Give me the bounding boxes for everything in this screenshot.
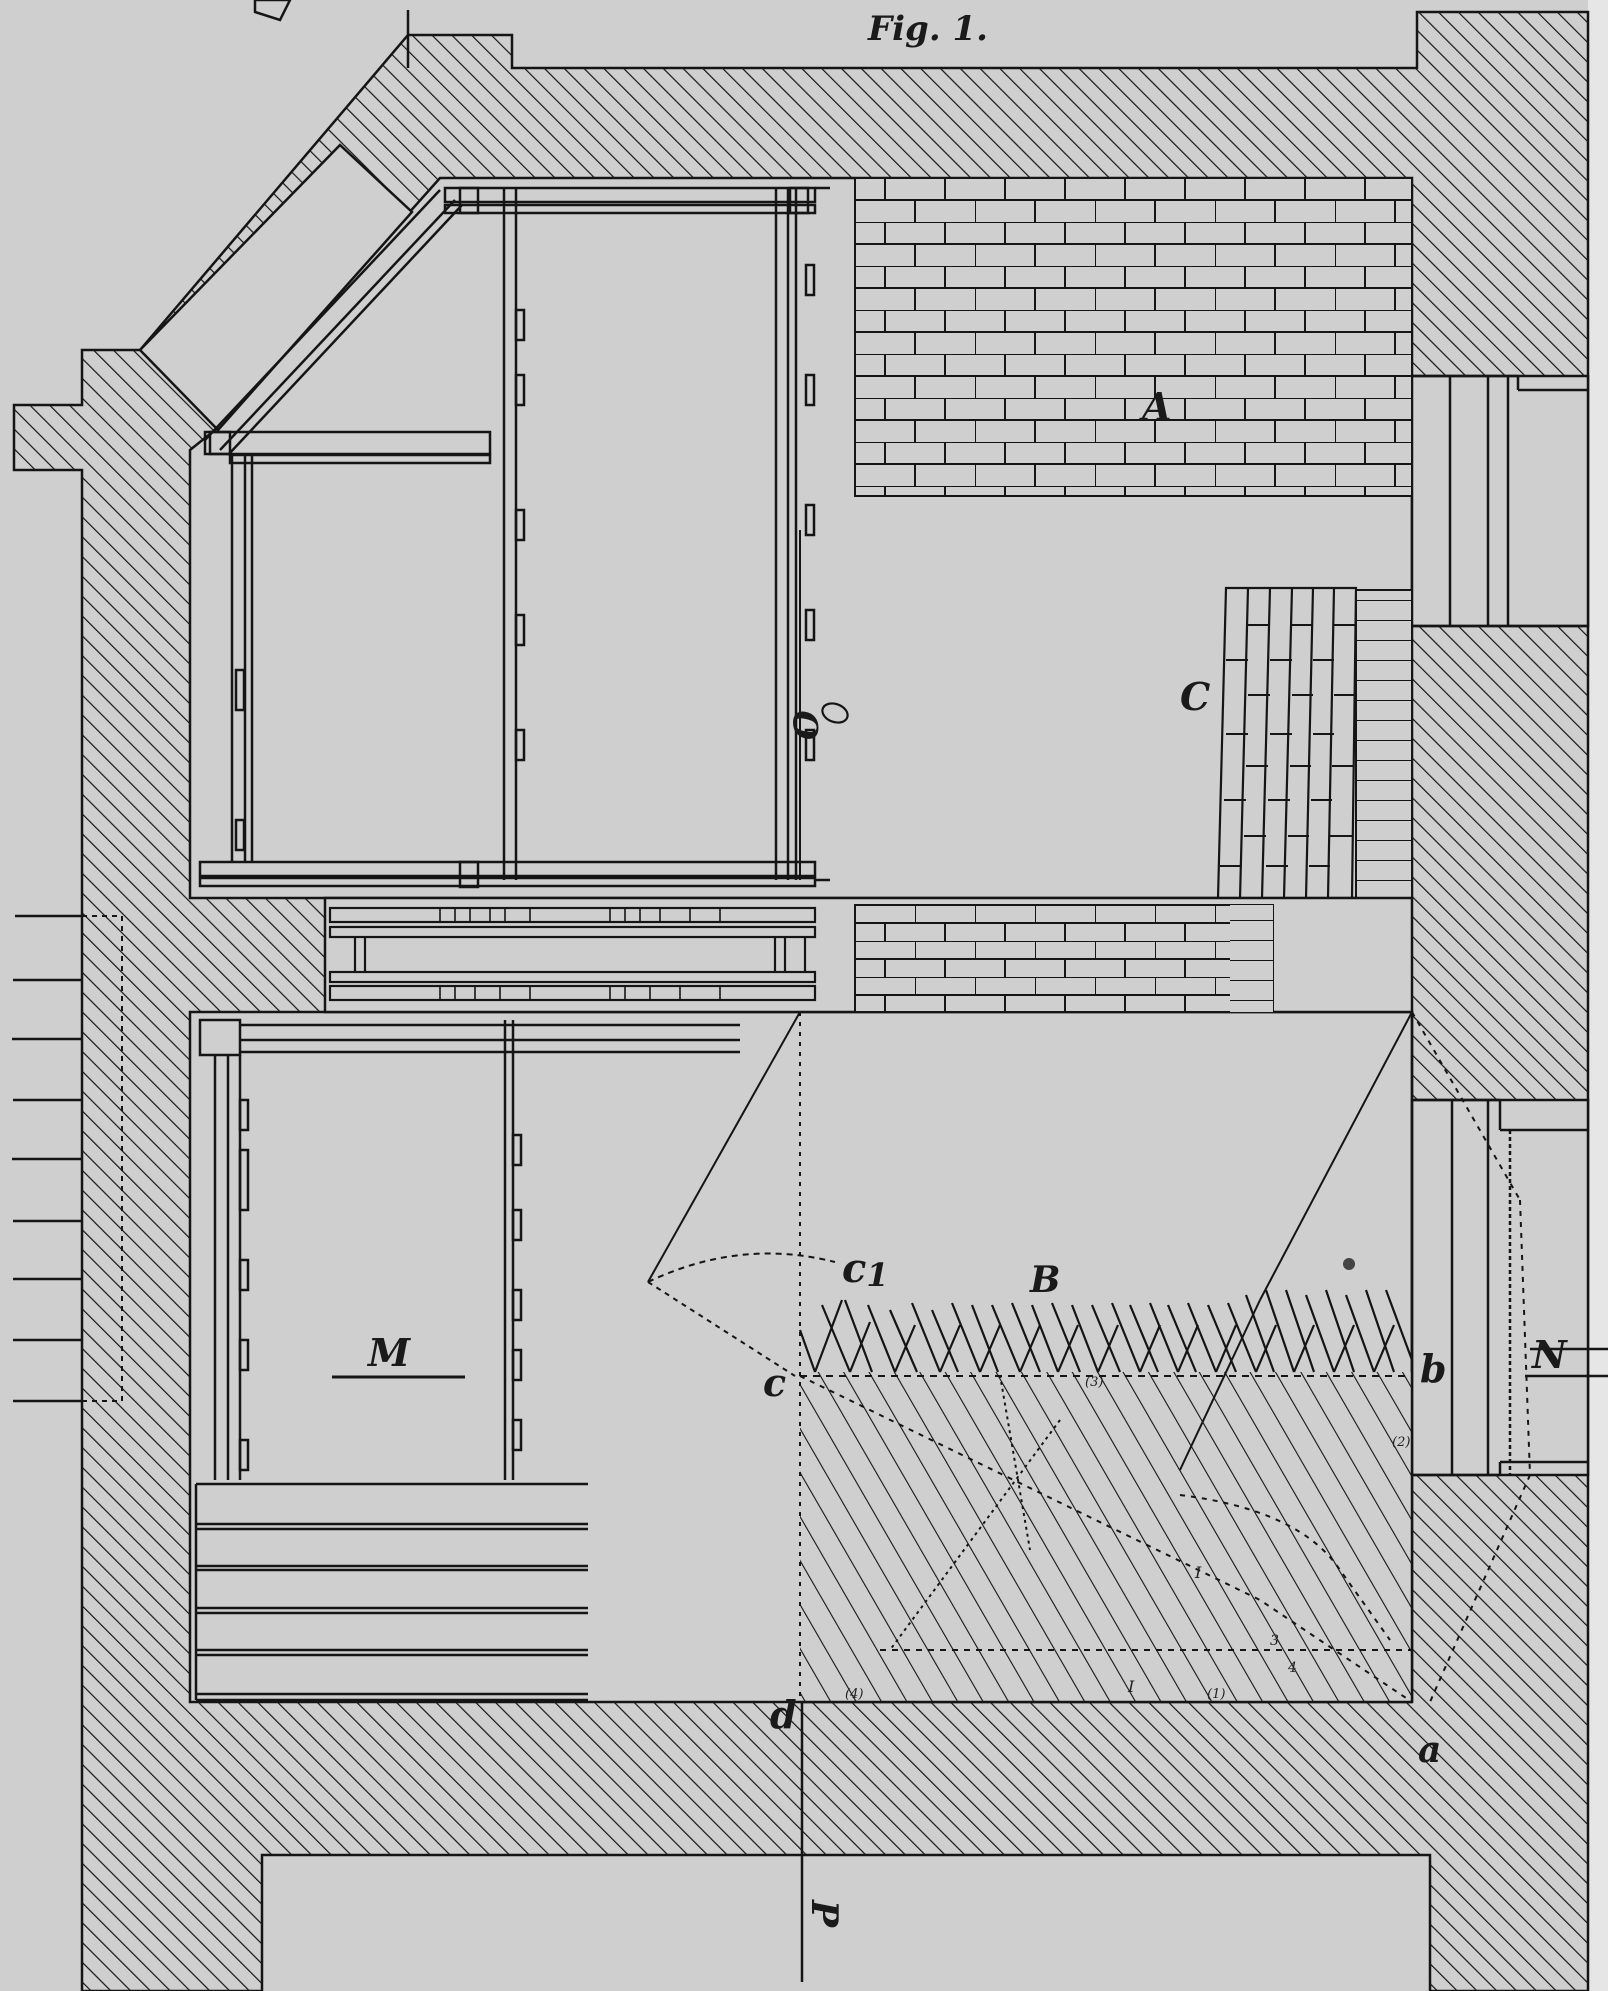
passage-timber bbox=[328, 906, 817, 1002]
left-wall-ticks bbox=[12, 914, 82, 1403]
passage-brick bbox=[854, 904, 1274, 1013]
window-frame-right-upper bbox=[1412, 374, 1588, 628]
door-n-opening bbox=[1410, 1098, 1590, 1477]
passage-dense-brick bbox=[1230, 905, 1273, 1012]
label-m: M bbox=[366, 1330, 411, 1375]
construction-lines bbox=[647, 1011, 1531, 1703]
window-upper-right bbox=[1410, 374, 1590, 628]
label-d: d bbox=[770, 1692, 797, 1737]
region-c-brick bbox=[1216, 586, 1358, 900]
label-a: A bbox=[1139, 384, 1171, 429]
annotation-3: (3) bbox=[1085, 1375, 1103, 1390]
dot-marker bbox=[1343, 1258, 1355, 1270]
room-m-framework bbox=[194, 1018, 740, 1702]
label-n: N bbox=[1531, 1332, 1568, 1377]
annotation-arrow-4: 4 bbox=[1287, 1660, 1297, 1676]
door-n-frame bbox=[1412, 1098, 1608, 1477]
room-o-framework bbox=[198, 186, 830, 889]
diagonal-window bbox=[138, 0, 414, 432]
left-wall-dashed-pipe bbox=[82, 915, 123, 1402]
label-o: O bbox=[787, 710, 827, 740]
region-b-hatched bbox=[800, 1372, 1412, 1702]
region-b-outline bbox=[800, 1012, 1414, 1704]
figure-title: Fig. 1. bbox=[867, 9, 988, 49]
annotation-roman-1: I bbox=[1194, 1563, 1202, 1582]
label-p: P bbox=[803, 1899, 845, 1928]
annotation-roman-2: I bbox=[1127, 1677, 1135, 1696]
region-a-brick bbox=[854, 177, 1413, 497]
region-b-herringbone bbox=[798, 1289, 1414, 1373]
oval-mark bbox=[821, 702, 849, 724]
region-c-horizontal-bricks bbox=[1355, 589, 1413, 899]
label-b-point: b bbox=[1420, 1346, 1447, 1391]
annotation-arrow-3: 3 bbox=[1270, 1633, 1279, 1649]
annotation-2: (2) bbox=[1392, 1435, 1410, 1450]
annotation-1: (1) bbox=[1207, 1687, 1225, 1702]
label-b: B bbox=[1029, 1259, 1060, 1301]
label-c-point: c bbox=[763, 1360, 786, 1405]
label-c: C bbox=[1180, 674, 1210, 719]
label-c1: c1 bbox=[842, 1245, 889, 1294]
annotation-4: (4) bbox=[845, 1687, 863, 1702]
label-a-point: a bbox=[1418, 1729, 1441, 1771]
